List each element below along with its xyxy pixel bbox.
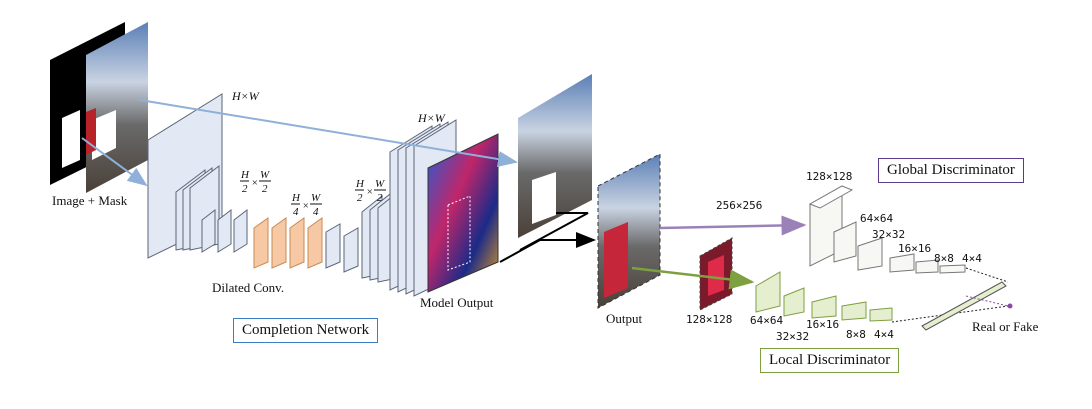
fraction-half-right: H 2 × W 2 [355, 178, 386, 204]
output-person [604, 222, 628, 298]
fc-layer [921, 281, 1007, 331]
global-discriminator-label: Global Discriminator [878, 158, 1024, 183]
input-image-stack [50, 22, 148, 193]
completion-network-label: Completion Network [233, 318, 379, 343]
global-arrow [659, 215, 807, 236]
completion-arrow [519, 212, 589, 251]
svg-text:×: × [366, 186, 373, 198]
skip-arrow-top [139, 99, 518, 167]
output-node [1007, 303, 1013, 309]
svg-text:2: 2 [377, 192, 383, 204]
svg-text:W: W [311, 192, 321, 204]
local-size-label: 8×8 [846, 328, 866, 341]
local-discriminator-layers [755, 271, 893, 322]
global-size-label: 4×4 [962, 252, 982, 265]
svg-text:2: 2 [262, 183, 268, 195]
output-link [965, 295, 1009, 307]
global-size-label: 16×16 [898, 242, 931, 255]
completion-network-layers [147, 93, 499, 297]
local-discriminator-label: Local Discriminator [760, 348, 900, 373]
svg-text:H: H [240, 169, 250, 181]
local-size-label: 64×64 [750, 314, 783, 327]
svg-text:W: W [375, 178, 385, 190]
local-size-label: 32×32 [776, 330, 809, 343]
svg-text:2: 2 [357, 192, 363, 204]
model-output-arrow [499, 232, 596, 263]
encoder-blocks [201, 208, 248, 253]
feature-mask-dots [447, 195, 471, 271]
global-size-label: 128×128 [806, 170, 852, 183]
svg-text:H: H [291, 192, 301, 204]
global-discriminator-layers [808, 185, 966, 274]
fraction-quarter: H 4 × W 4 [291, 192, 322, 218]
local-size-label: 4×4 [874, 328, 894, 341]
fusion-links [891, 267, 1013, 331]
image-mask-label: Image + Mask [52, 193, 128, 208]
svg-text:2: 2 [242, 183, 248, 195]
local-input-size: 128×128 [686, 313, 732, 326]
crop-person [708, 255, 724, 296]
input-size-label: H×W [231, 89, 260, 103]
photo-mask-region [92, 110, 116, 160]
dilated-conv-blocks [253, 217, 323, 269]
local-size-label: 16×16 [806, 318, 839, 331]
local-arrow [631, 266, 755, 290]
model-output-label: Model Output [420, 295, 494, 310]
output-label: Output [606, 311, 643, 326]
svg-text:W: W [260, 169, 270, 181]
output-size-label: H×W [417, 111, 446, 125]
decoder-blocks [325, 223, 359, 273]
svg-text:×: × [302, 200, 309, 212]
fraction-half-left: H 2 × W 2 [240, 169, 271, 195]
svg-text:4: 4 [313, 206, 319, 218]
completed-image-region [532, 172, 556, 224]
real-or-fake-label: Real or Fake [972, 319, 1039, 334]
global-input-size: 256×256 [716, 199, 762, 212]
model-output-feature [427, 133, 499, 293]
dilated-conv-label: Dilated Conv. [212, 280, 284, 295]
mask-arrow [81, 137, 148, 187]
global-size-label: 64×64 [860, 212, 893, 225]
svg-text:4: 4 [293, 206, 299, 218]
global-size-label: 32×32 [872, 228, 905, 241]
svg-text:×: × [251, 177, 258, 189]
mask-hole [62, 110, 80, 168]
global-size-label: 8×8 [934, 252, 954, 265]
svg-text:H: H [355, 178, 365, 190]
